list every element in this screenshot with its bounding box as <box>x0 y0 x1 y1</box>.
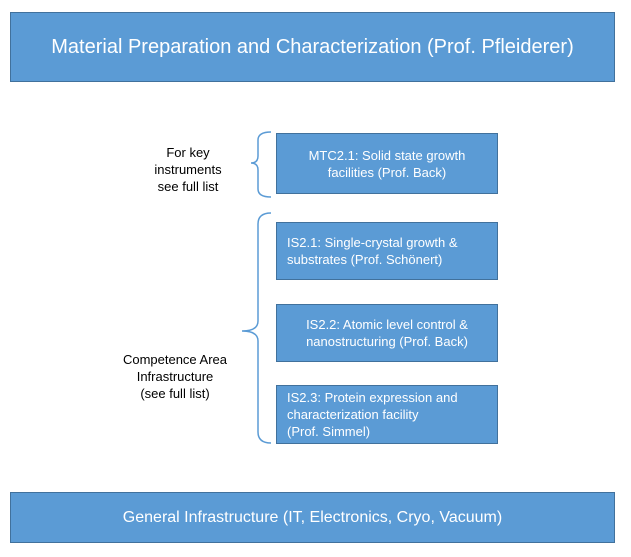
is22-box: IS2.2: Atomic level control & nanostruct… <box>276 304 498 362</box>
competence-area-brace <box>241 212 272 444</box>
mtc21-text: MTC2.1: Solid state growth facilities (P… <box>308 147 466 180</box>
is22-text: IS2.2: Atomic level control & nanostruct… <box>306 317 468 349</box>
footer-box: General Infrastructure (IT, Electronics,… <box>10 492 615 543</box>
is21-box: IS2.1: Single-crystal growth & substrate… <box>276 222 498 280</box>
title-text: Material Preparation and Characterizatio… <box>51 35 574 58</box>
is23-text: IS2.3: Protein expression and characteri… <box>287 390 458 439</box>
title-box: Material Preparation and Characterizatio… <box>10 12 615 82</box>
competence-area-label: Competence Area Infrastructure (see full… <box>122 352 228 401</box>
key-instruments-brace <box>250 131 272 198</box>
is21-text: IS2.1: Single-crystal growth & substrate… <box>287 235 458 267</box>
key-instruments-label: For key instruments see full list <box>154 145 222 194</box>
footer-text: General Infrastructure (IT, Electronics,… <box>122 508 503 526</box>
is23-box: IS2.3: Protein expression and characteri… <box>276 385 498 444</box>
mtc21-box: MTC2.1: Solid state growth facilities (P… <box>276 133 498 194</box>
